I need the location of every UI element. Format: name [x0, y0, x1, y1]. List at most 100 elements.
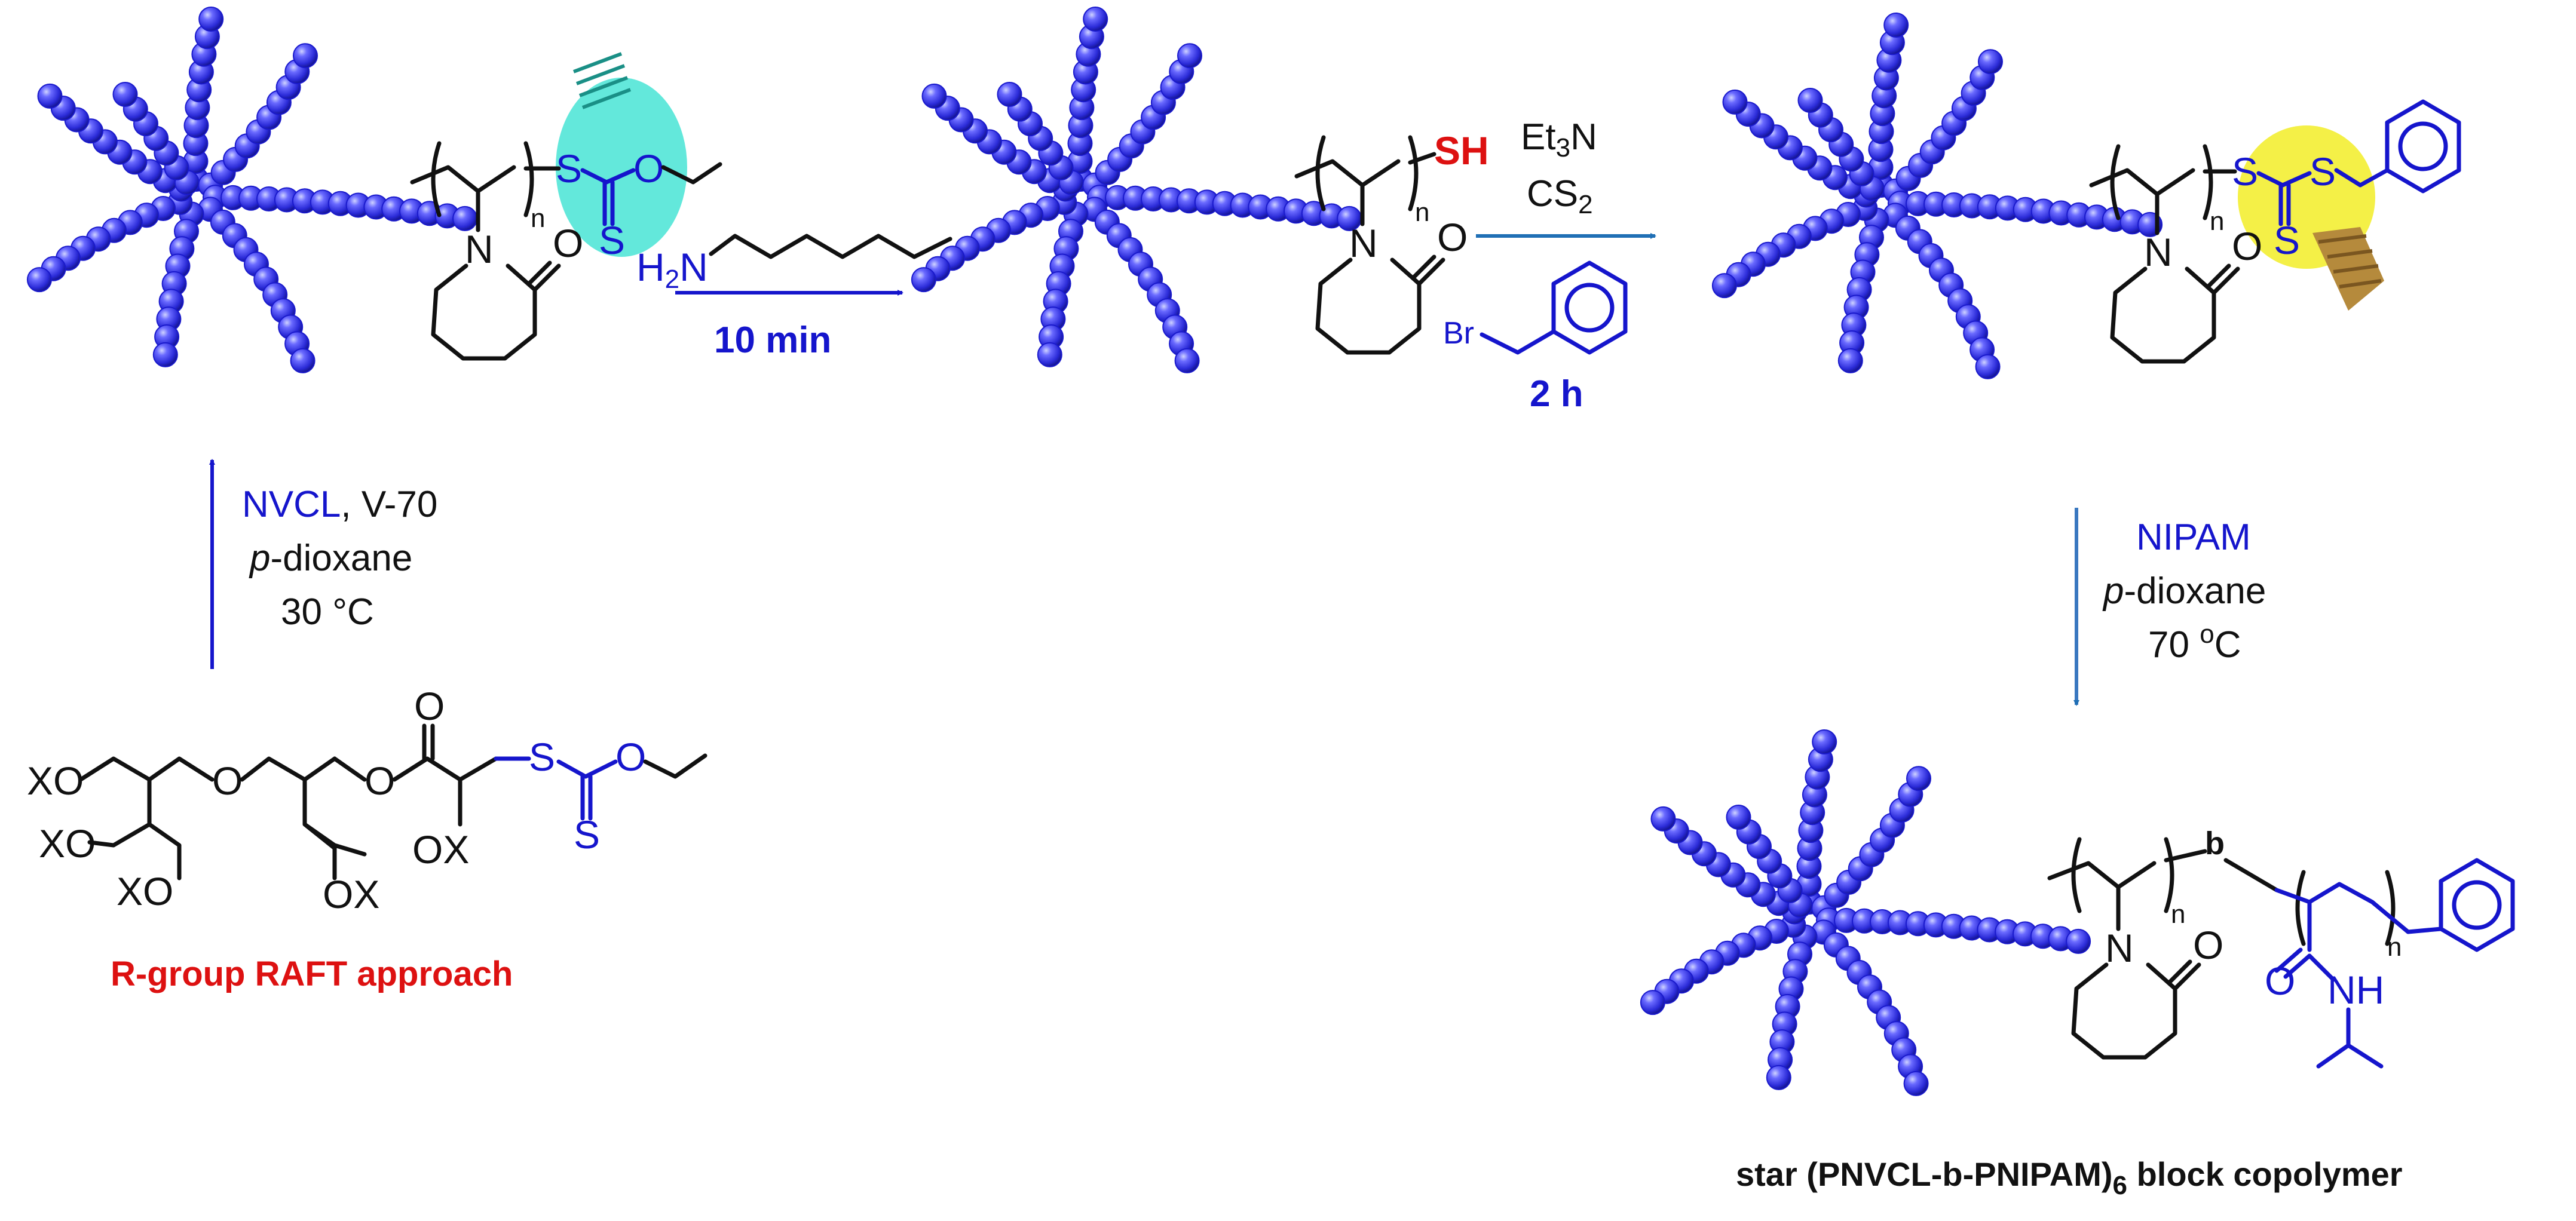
solvent-down-p: p — [2102, 570, 2124, 612]
stage2-end-group: n SH N O — [1294, 128, 1489, 355]
svg-text:H2N: H2N — [636, 245, 708, 294]
stage1-end-group: n S S O N O — [410, 52, 722, 361]
stage4-n2: n — [2387, 932, 2402, 962]
polymer-bead — [1978, 49, 2003, 75]
polymer-bead — [1837, 348, 1863, 373]
stage3-N: N — [2144, 230, 2173, 274]
polymer-bead — [1177, 43, 1202, 69]
init-XO3: XO — [117, 869, 173, 913]
polymer-bead — [1812, 729, 1837, 754]
svg-text:NVCL, V-70: NVCL, V-70 — [242, 484, 437, 525]
nipam-label: NIPAM — [2136, 517, 2251, 558]
stage3-ring-O: O — [2232, 224, 2262, 268]
polymer-bead — [290, 348, 316, 373]
r-group-caption: R-group RAFT approach — [111, 955, 513, 993]
star-polymer-4 — [1640, 729, 2091, 1096]
xanthate-highlight — [556, 78, 687, 257]
polymer-bead — [1650, 806, 1676, 832]
solvent-down-rest: -dioxane — [2124, 570, 2266, 612]
stage1-S-bot: S — [599, 218, 625, 262]
polymer-bead — [26, 267, 52, 293]
reaction-arrow-down: NIPAM p-dioxane 70 oC — [2073, 508, 2266, 706]
stage1-ring-O: O — [553, 221, 583, 265]
stage3-S3: S — [2274, 218, 2300, 262]
polymer-bead — [112, 82, 138, 107]
stage1-O: O — [633, 146, 664, 191]
temp-up: 30 °C — [281, 591, 374, 633]
stage4-ring-O: O — [2193, 923, 2223, 967]
stage1-N: N — [465, 227, 494, 271]
solvent-up-rest: -dioxane — [270, 538, 412, 579]
svg-text:CS2: CS2 — [1527, 173, 1593, 219]
stage3-S2: S — [2309, 149, 2336, 194]
amine-N: N — [679, 245, 708, 289]
polymer-bead — [1037, 342, 1062, 367]
et3n-3: 3 — [1556, 133, 1570, 162]
reaction-arrow-2: Et3N CS2 Br 2 h — [1443, 116, 1656, 415]
star-polymer-3 — [1711, 13, 2163, 379]
polymer-bead — [1906, 766, 1931, 791]
polymer-bead — [198, 7, 224, 32]
temp-down-val: 70 — [2148, 624, 2200, 665]
polymer-bead — [1722, 89, 1748, 115]
stage4-end-group: n b n O NH N O star (PNVCL-b-PNIPAM)6 bl… — [1736, 826, 2515, 1200]
cs2-CS: CS — [1527, 173, 1578, 214]
init-S-thione: S — [574, 812, 600, 857]
stage4-NH: NH — [2327, 968, 2384, 1012]
et3n-Et: Et — [1521, 116, 1556, 158]
v70-label: , V-70 — [341, 484, 437, 525]
stage4-amide-O: O — [2265, 959, 2295, 1003]
svg-text:Et3N: Et3N — [1521, 116, 1597, 162]
polymer-bead — [2066, 928, 2091, 954]
reaction1-time: 10 min — [714, 320, 831, 361]
stage4-N: N — [2105, 926, 2134, 970]
star-polymer-1 — [26, 7, 478, 373]
bolt-icon — [572, 52, 632, 109]
drill-bit-icon — [2312, 227, 2384, 311]
stage3-end-group: n S S S N O — [2089, 99, 2461, 364]
amine-H: H — [636, 245, 665, 289]
reaction-arrow-1: H2N 10 min — [636, 234, 952, 361]
polymer-bead — [1903, 1070, 1929, 1096]
stage1-S-top: S — [556, 146, 582, 191]
init-OX2: OX — [412, 827, 469, 872]
benzyl-bromide-Br: Br — [1443, 316, 1474, 351]
thiol-SH: SH — [1434, 128, 1489, 173]
stage1-n: n — [531, 204, 545, 233]
init-O-xanth: O — [615, 735, 646, 779]
polymer-bead — [1883, 13, 1909, 38]
stage2-N: N — [1349, 221, 1378, 265]
polymer-bead — [911, 267, 936, 293]
reaction-arrow-up: NVCL, V-70 p-dioxane 30 °C — [209, 459, 437, 669]
svg-text:70 oC: 70 oC — [2148, 619, 2241, 665]
polymer-bead — [997, 82, 1022, 107]
polymer-bead — [293, 43, 318, 69]
init-XO2: XO — [39, 821, 96, 866]
init-O-ether: O — [212, 759, 243, 803]
stage3-n: n — [2210, 207, 2224, 236]
stage3-S1: S — [2232, 149, 2258, 194]
temp-down-o: o — [2200, 619, 2214, 649]
polymer-bead — [921, 83, 947, 109]
solvent-up-p: p — [249, 538, 270, 579]
polymer-bead — [1711, 273, 1737, 299]
block-b: b — [2205, 826, 2225, 861]
polymer-bead — [1975, 354, 2001, 379]
init-XO1: XO — [27, 759, 84, 803]
init-O-ester: O — [365, 759, 395, 803]
stage2-n: n — [1415, 198, 1429, 227]
polymer-bead — [152, 342, 178, 367]
init-O-carbonyl: O — [414, 684, 445, 728]
et3n-N: N — [1570, 116, 1597, 158]
polymer-bead — [37, 83, 63, 109]
reaction2-time: 2 h — [1530, 373, 1583, 415]
temp-down-C: C — [2214, 624, 2241, 665]
nvcl-label: NVCL — [242, 484, 341, 525]
star-polymer-2 — [911, 7, 1362, 373]
polymer-bead — [1766, 1064, 1791, 1090]
svg-text:p-dioxane: p-dioxane — [249, 538, 412, 579]
cs2-2: 2 — [1578, 190, 1592, 219]
init-S-link: S — [529, 735, 555, 779]
amine-2: 2 — [665, 265, 679, 294]
